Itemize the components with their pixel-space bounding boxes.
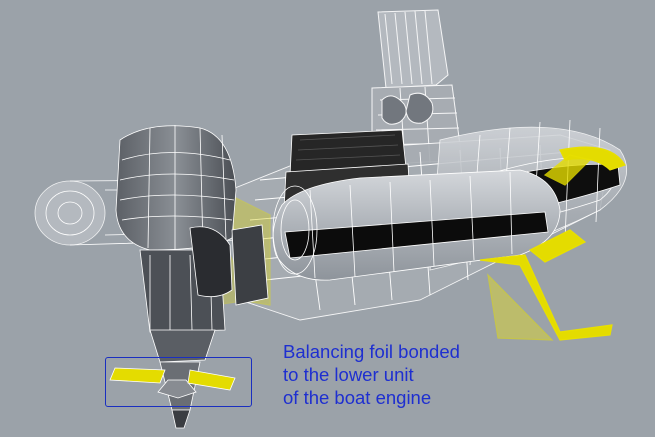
- engine-mount: [231, 224, 269, 306]
- port-tube: [272, 169, 561, 281]
- callout-highlight-box: [105, 357, 252, 407]
- outboard-engine: [109, 125, 237, 429]
- callout-line-1: Balancing foil bonded: [283, 341, 460, 362]
- callout-line-3: of the boat engine: [283, 387, 432, 408]
- callout-label: Balancing foil bonded to the lower unit …: [283, 340, 523, 409]
- callout-line-2: to the lower unit: [283, 364, 414, 385]
